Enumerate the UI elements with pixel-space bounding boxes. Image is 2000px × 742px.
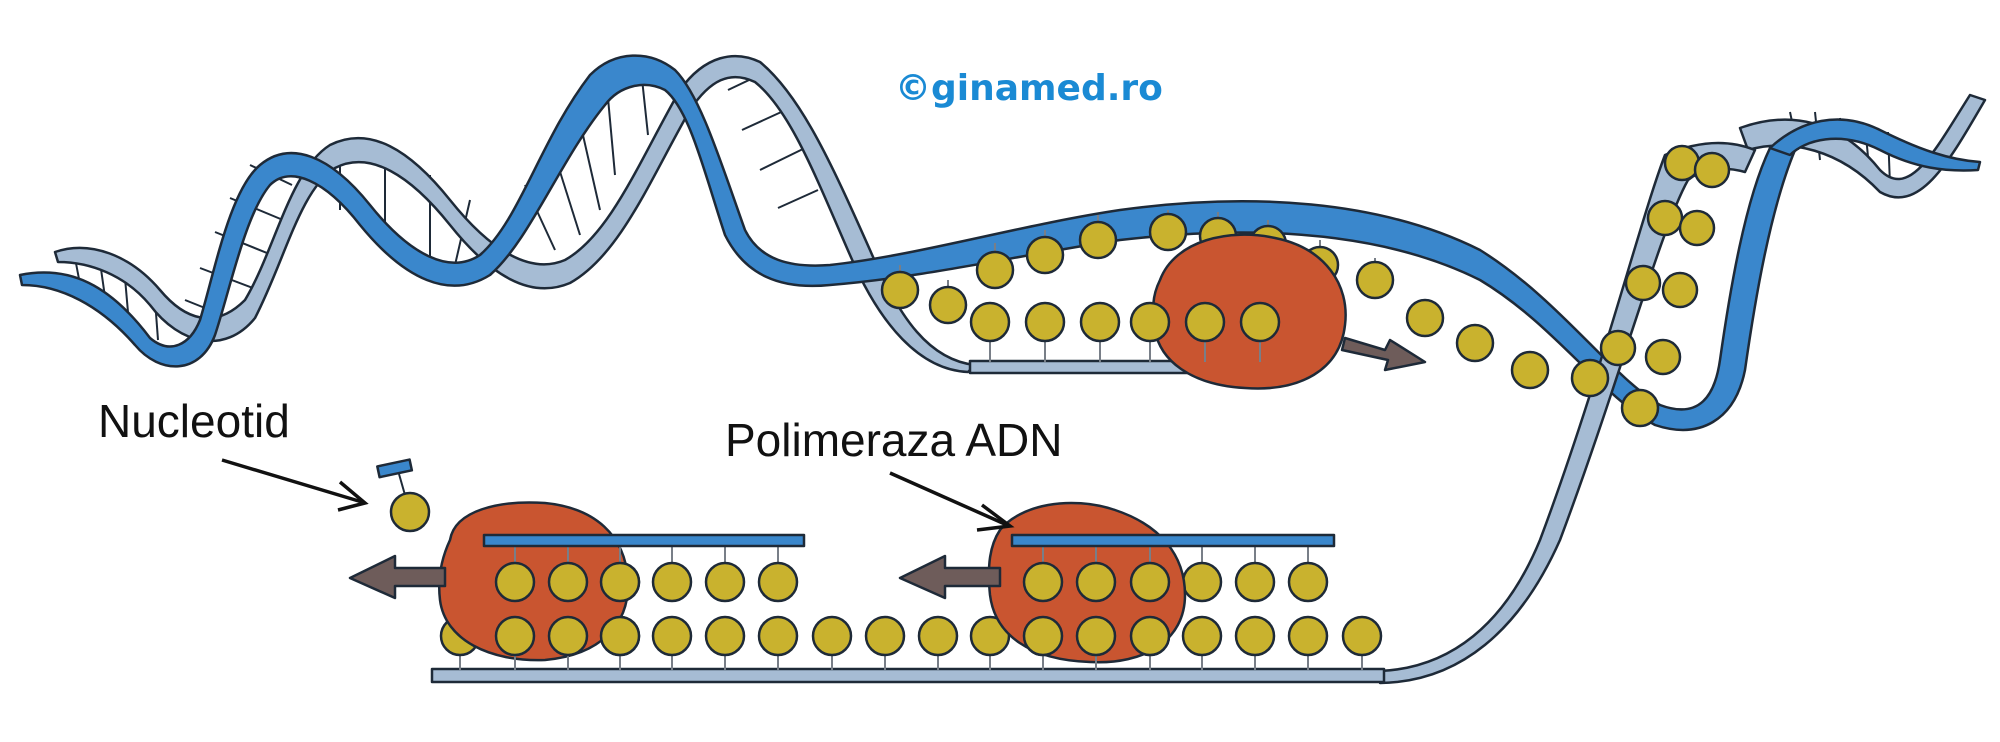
nucleotide [1341,615,1383,670]
nucleotide [917,615,959,670]
nucleotide [969,301,1011,362]
nucleotide [1599,329,1637,367]
nucleotide [494,546,536,603]
nucleotide [1022,546,1064,603]
nucleotide [1287,546,1329,603]
nucleotide [864,615,906,670]
helix-strand-dark-right [1768,118,1982,172]
pointer-arrow-polymerase-line [889,471,1008,527]
template-strand-lagging-bar [430,667,1386,684]
nucleotide [547,615,589,670]
nucleotide [1129,301,1171,362]
nucleotide [547,546,589,603]
nucleotide [811,615,853,670]
nucleotide [599,546,641,603]
nucleotide [928,280,968,325]
nucleotide [1181,615,1223,670]
nucleotide [1646,199,1684,237]
leading-strand-nucleotides-front [1129,301,1281,362]
nucleotide [1239,301,1281,362]
okazaki-fragment-right [1010,533,1336,548]
nucleotide [1663,144,1701,182]
direction-arrow-right [898,554,1002,600]
nucleotide [1148,210,1188,252]
nucleotide [494,615,536,670]
nucleotide [1022,615,1064,670]
nucleotide-icon [376,458,431,533]
nucleotide [975,243,1015,290]
nucleotide [1661,271,1699,309]
nucleotide [757,615,799,670]
nucleotide [757,546,799,603]
nucleotide [651,615,693,670]
okazaki-fragment-left [482,533,806,548]
nucleotide [1287,615,1329,670]
nucleotide [1024,301,1066,362]
nucleotide [1355,258,1395,300]
nucleotide [1078,215,1118,260]
nucleotide [1693,151,1731,189]
direction-arrow-upper [1340,336,1427,372]
nucleotide [880,265,920,310]
nucleotide [704,546,746,603]
nucleotide [1678,209,1716,247]
nucleotide [1075,615,1117,670]
pointer-arrow-nucleotide-line [221,458,363,504]
pointer-arrow-nucleotide-head [337,480,369,512]
label-polymerase: Polimeraza ADN [725,414,1062,466]
nucleotide [1234,615,1276,670]
nucleotide [1644,338,1682,376]
nucleotide [1181,546,1223,603]
label-nucleotide: Nucleotid [98,395,290,447]
nucleotide [1075,546,1117,603]
nucleotide [1129,615,1171,670]
nucleotide [1184,301,1226,362]
nucleotide [1510,350,1550,390]
nucleotide [1405,298,1445,338]
nucleotide [1624,264,1662,302]
nucleotide [1079,301,1121,362]
nucleotide [1620,388,1660,428]
nucleotide [1129,546,1171,603]
dna-double-helix-right [1738,93,1987,199]
lagging-strand-nucleotides-front [494,546,1171,670]
nucleotide [1455,323,1495,363]
nucleotide [1025,230,1065,275]
nucleotide [1570,358,1610,398]
fork-free-nucleotides [1405,144,1731,428]
watermark: ©ginamed.ro [895,68,1163,109]
nucleotide [1234,546,1276,603]
nucleotide [704,615,746,670]
nucleotide [599,615,641,670]
direction-arrow-left [348,554,447,600]
nucleotide [651,546,693,603]
pointer-arrow-polymerase-head [976,503,1015,532]
